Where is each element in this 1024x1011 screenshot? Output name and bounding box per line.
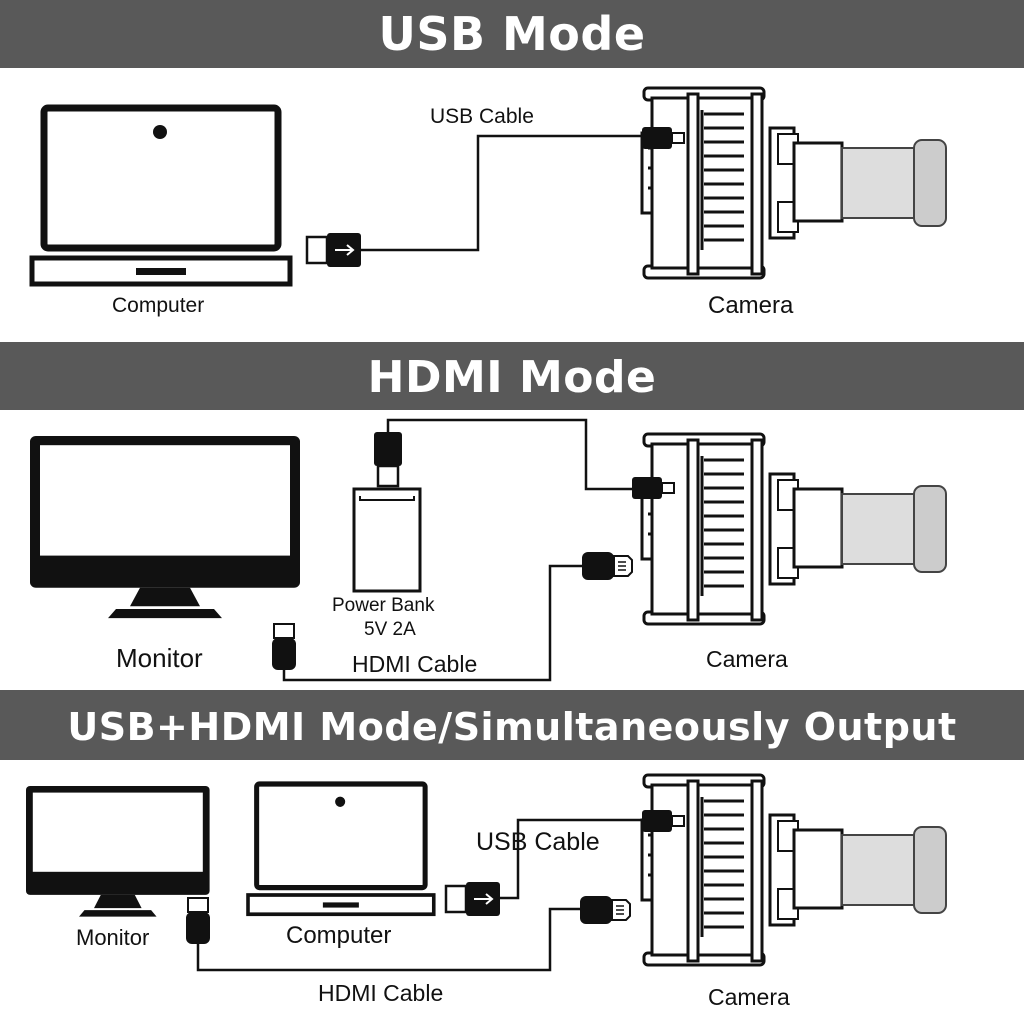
power-bank-spec-label: 5V 2A — [364, 619, 416, 640]
power-bank-icon — [352, 487, 422, 593]
camera-label: Camera — [706, 646, 788, 672]
camera-icon — [640, 773, 948, 967]
usb-plug-icon — [444, 880, 502, 918]
hdmi-cable-label: HDMI Cable — [318, 980, 444, 1006]
usb-cable-label: USB Cable — [430, 105, 534, 128]
usb-mode-section — [32, 86, 948, 284]
usb-mode-banner: USB Mode — [0, 0, 1024, 68]
monitor-icon — [26, 786, 210, 917]
monitor-icon — [30, 436, 300, 619]
hdmi-plug-icon — [579, 895, 631, 925]
usb-plug-icon — [305, 231, 363, 269]
computer-icon — [248, 784, 434, 914]
usb-hdmi-mode-section — [26, 773, 948, 972]
hdmi-mode-banner: HDMI Mode — [0, 342, 1024, 410]
camera-icon — [640, 86, 948, 280]
usb-cable-line — [361, 134, 642, 252]
usb-cable-label: USB Cable — [476, 828, 600, 856]
power-bank-usb-plug-icon — [374, 432, 402, 488]
hdmi-cable-line — [196, 907, 580, 972]
monitor-label: Monitor — [76, 925, 150, 950]
usb-cable-line — [500, 818, 642, 900]
hdmi-cable-label: HDMI Cable — [352, 651, 478, 677]
hdmi-plug-icon — [581, 551, 633, 581]
computer-label: Computer — [112, 294, 205, 317]
hdmi-mode-section — [30, 418, 948, 682]
monitor-label: Monitor — [116, 643, 203, 673]
monitor-hdmi-plug-icon — [272, 623, 296, 670]
camera-label: Camera — [708, 292, 794, 319]
power-bank-label: Power Bank — [332, 595, 435, 616]
usb-hdmi-mode-banner: USB+HDMI Mode/Simultaneously Output — [0, 690, 1024, 760]
computer-icon — [32, 108, 290, 284]
computer-label: Computer — [286, 922, 392, 949]
monitor-hdmi-plug-icon — [186, 897, 210, 944]
camera-label: Camera — [708, 984, 790, 1010]
camera-icon — [640, 432, 948, 626]
hdmi-cable-line — [282, 564, 582, 682]
power-cable-line — [386, 418, 632, 491]
